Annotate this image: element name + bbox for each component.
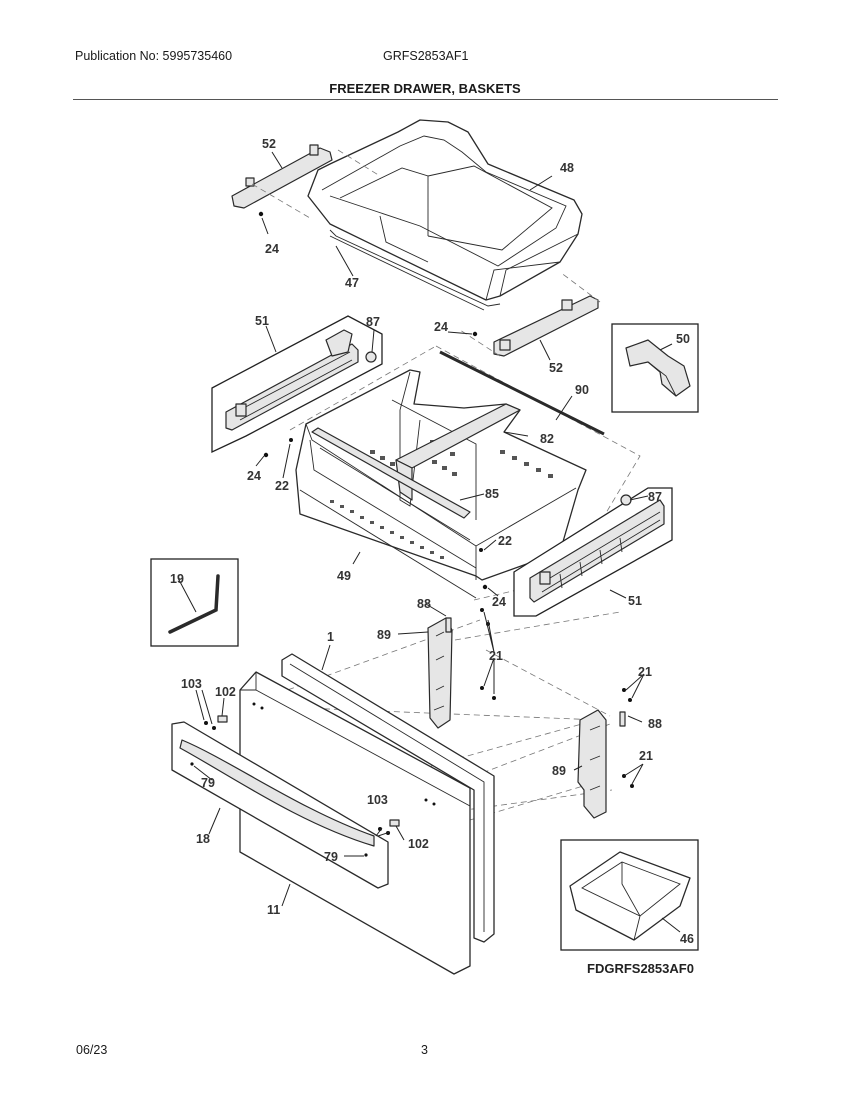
callout-49: 49 [337, 569, 351, 583]
header-divider [73, 99, 778, 100]
diagram-code: FDGRFS2853AF0 [587, 961, 694, 976]
callout-21: 21 [489, 649, 503, 663]
publication-date: 06/23 [76, 1043, 108, 1057]
callout-18: 18 [196, 832, 210, 846]
callout-87: 87 [648, 490, 662, 504]
callout-103: 103 [181, 677, 202, 691]
callout-1: 1 [327, 630, 334, 644]
page-title: FREEZER DRAWER, BASKETS [329, 81, 521, 96]
model-number: GRFS2853AF1 [383, 49, 469, 63]
rail-assembly-51-right [513, 487, 673, 617]
callout-102: 102 [215, 685, 236, 699]
publication-number: Publication No: 5995735460 [75, 49, 233, 63]
page-number: 3 [421, 1043, 428, 1057]
shelf-rod-90 [439, 350, 605, 436]
callout-48: 48 [560, 161, 574, 175]
inset-box-50 [611, 323, 699, 413]
inset-box-46 [560, 839, 699, 951]
callout-103: 103 [367, 793, 388, 807]
callout-24: 24 [265, 242, 279, 256]
rail-assembly-51-left [211, 315, 383, 454]
inset-box-19 [150, 558, 239, 647]
callout-79: 79 [324, 850, 338, 864]
bracket-89-right [577, 709, 626, 819]
screw-24-mid [472, 331, 478, 337]
screw-24-left [263, 452, 269, 458]
callout-24: 24 [492, 595, 506, 609]
callout-89: 89 [377, 628, 391, 642]
callout-51: 51 [628, 594, 642, 608]
upper-basket-48 [307, 119, 583, 301]
callout-88: 88 [417, 597, 431, 611]
callout-22: 22 [275, 479, 289, 493]
door-handle-18 [171, 721, 389, 889]
callout-79: 79 [201, 776, 215, 790]
callout-88: 88 [648, 717, 662, 731]
callout-19: 19 [170, 572, 184, 586]
callout-102: 102 [408, 837, 429, 851]
slide-rail-52-lower [493, 295, 599, 357]
door-gasket-1 [281, 653, 495, 943]
callout-21: 21 [639, 749, 653, 763]
callout-82: 82 [540, 432, 554, 446]
callout-24: 24 [247, 469, 261, 483]
lower-basket-49 [295, 369, 587, 599]
leader-lines [177, 151, 681, 933]
front-rail-85 [311, 427, 471, 519]
callout-85: 85 [485, 487, 499, 501]
callout-21: 21 [638, 665, 652, 679]
callout-labels: 52 48 24 47 51 87 24 52 50 90 82 24 22 8… [170, 137, 694, 946]
callout-11: 11 [267, 903, 280, 917]
callout-50: 50 [676, 332, 690, 346]
callout-24: 24 [434, 320, 448, 334]
callout-47: 47 [345, 276, 359, 290]
basket-trim-47 [329, 229, 501, 311]
screw-22-right [479, 548, 483, 552]
callout-90: 90 [575, 383, 589, 397]
callout-46: 46 [680, 932, 694, 946]
callout-52: 52 [262, 137, 276, 151]
callout-89: 89 [552, 764, 566, 778]
callout-87: 87 [366, 315, 380, 329]
callout-52: 52 [549, 361, 563, 375]
screw-24-right [482, 584, 488, 590]
screws-21 [480, 608, 634, 788]
slide-rail-52-upper [231, 144, 333, 209]
screw-22-left [289, 438, 293, 442]
screw-24-top [258, 211, 264, 217]
callout-51: 51 [255, 314, 269, 328]
bracket-89-left [427, 617, 453, 729]
callout-22: 22 [498, 534, 512, 548]
